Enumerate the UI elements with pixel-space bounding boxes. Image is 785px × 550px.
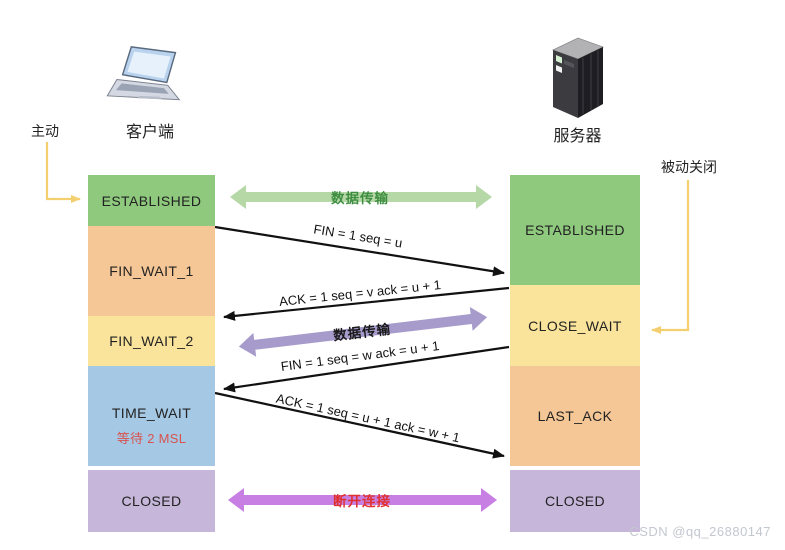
data-transfer-top-label: 数据传输 bbox=[331, 191, 389, 206]
server-state-established: ESTABLISHED bbox=[510, 175, 640, 285]
state-label: FIN_WAIT_2 bbox=[109, 333, 194, 349]
data-transfer-mid-label: 数据传输 bbox=[332, 321, 392, 344]
client-state-fin-wait-2: FIN_WAIT_2 bbox=[88, 316, 215, 366]
active-close-flow-arrow bbox=[45, 142, 81, 203]
state-label: CLOSE_WAIT bbox=[528, 317, 622, 334]
server-actor: 服务器 bbox=[530, 34, 625, 146]
ack-1-label: ACK = 1 seq = v ack = u + 1 bbox=[278, 277, 442, 309]
client-actor: 客户端 bbox=[100, 44, 200, 142]
active-close-label: 主动 bbox=[31, 123, 59, 139]
client-state-closed: CLOSED bbox=[88, 470, 215, 532]
time-wait-note: 等待 2 MSL bbox=[116, 431, 187, 446]
state-label: ESTABLISHED bbox=[525, 222, 625, 238]
state-label: CLOSED bbox=[121, 493, 182, 509]
client-state-established: ESTABLISHED bbox=[88, 175, 215, 226]
ack-2-line bbox=[214, 391, 505, 459]
server-label: 服务器 bbox=[553, 128, 602, 145]
server-state-closed: CLOSED bbox=[510, 470, 640, 532]
client-state-time-wait: TIME_WAIT 等待 2 MSL bbox=[88, 366, 215, 466]
state-label: ESTABLISHED bbox=[101, 192, 202, 209]
server-icon bbox=[551, 37, 604, 118]
state-label: CLOSED bbox=[545, 493, 605, 509]
state-label: FIN_WAIT_1 bbox=[109, 263, 194, 279]
ack-2-label: ACK = 1 seq = u + 1 ack = w + 1 bbox=[274, 390, 462, 446]
server-state-close-wait: CLOSE_WAIT bbox=[510, 285, 640, 366]
fin-1-label: FIN = 1 seq = u bbox=[312, 221, 404, 251]
disconnect-label: 断开连接 bbox=[333, 494, 391, 509]
laptop-icon bbox=[106, 46, 181, 101]
client-label: 客户端 bbox=[125, 124, 174, 141]
passive-close-label: 被动关闭 bbox=[661, 159, 717, 175]
watermark: CSDN @qq_26880147 bbox=[629, 524, 771, 539]
server-state-last-ack: LAST_ACK bbox=[510, 366, 640, 466]
client-state-fin-wait-1: FIN_WAIT_1 bbox=[88, 226, 215, 316]
passive-close-flow-arrow bbox=[651, 180, 690, 334]
fin-2-label: FIN = 1 seq = w ack = u + 1 bbox=[279, 338, 441, 374]
state-label: TIME_WAIT bbox=[111, 405, 192, 421]
state-label: LAST_ACK bbox=[537, 408, 613, 424]
